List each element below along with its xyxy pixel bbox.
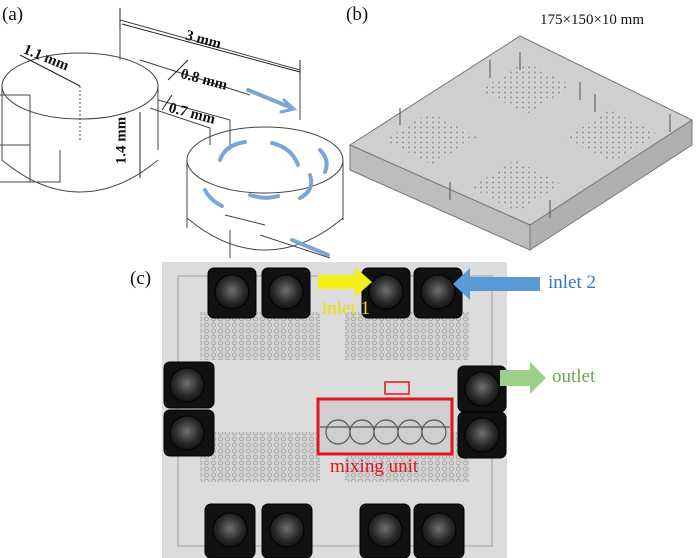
chip-3d-render xyxy=(348,35,694,251)
right-outlet-channel xyxy=(224,214,331,259)
swirl-arrow-5 xyxy=(248,193,280,200)
channel-array-bl xyxy=(200,432,320,482)
mixer-array-1 xyxy=(480,62,572,114)
right-cylinder-top xyxy=(186,126,344,194)
dim-line-0.7mm xyxy=(161,94,173,111)
flow-arrows xyxy=(203,88,330,257)
port-pins xyxy=(399,52,671,218)
mixer-array-4 xyxy=(470,160,562,212)
chip-side-face xyxy=(529,119,693,251)
channel-array-tl xyxy=(200,312,320,360)
flow-arrow-out xyxy=(290,238,330,257)
inlet2-label: inlet 2 xyxy=(548,272,597,293)
panel-c: (c) xyxy=(0,262,700,558)
left-cylinder-body xyxy=(1,86,159,160)
left-cylinder-bottom xyxy=(1,159,159,193)
inlet1-label: inlet 1 xyxy=(322,298,371,319)
mixing-unit-circles xyxy=(320,419,450,445)
dim-line-0.8mm xyxy=(167,59,189,81)
mixing-unit-label: mixing unit xyxy=(330,456,419,477)
mixer-geometry-drawing xyxy=(0,8,344,259)
inlet1-arrow xyxy=(318,267,372,297)
chip-size-label: 175×150×10 mm xyxy=(540,12,645,28)
dim-line-3mm xyxy=(121,23,301,73)
dim-line-1.1mm xyxy=(19,54,81,87)
flow-arrow-in xyxy=(246,88,294,110)
swirl-arrow-1 xyxy=(218,140,247,162)
panel-a: (a) xyxy=(0,0,350,260)
right-cylinder-body xyxy=(186,160,344,228)
swirl-arrow-2 xyxy=(270,141,300,167)
dim-1.4mm: 1.4 mm xyxy=(113,116,130,165)
chip-photo xyxy=(162,262,546,558)
outlet-arrow xyxy=(500,362,546,394)
panel-c-label: (c) xyxy=(130,268,152,289)
right-cylinder-bottom xyxy=(186,217,344,251)
outlet-label: outlet xyxy=(552,366,596,387)
mixing-unit-marker xyxy=(384,381,410,395)
panel-a-label: (a) xyxy=(2,4,24,25)
swirl-arrow-3 xyxy=(298,173,314,200)
connecting-channel xyxy=(119,19,301,150)
mixer-array-2 xyxy=(385,112,477,165)
inlet2-arrow xyxy=(453,268,540,300)
connector-ports xyxy=(163,267,507,558)
mixer-array-3 xyxy=(565,110,658,162)
channel-array-tr xyxy=(345,312,470,360)
panel-b-label: (b) xyxy=(346,4,369,25)
swirl-arrow-4 xyxy=(203,188,224,208)
left-inlet-channel xyxy=(0,94,31,183)
swirl-arrow-6 xyxy=(318,148,329,174)
panel-b: (b) 175×150×10 mm xyxy=(340,0,700,260)
